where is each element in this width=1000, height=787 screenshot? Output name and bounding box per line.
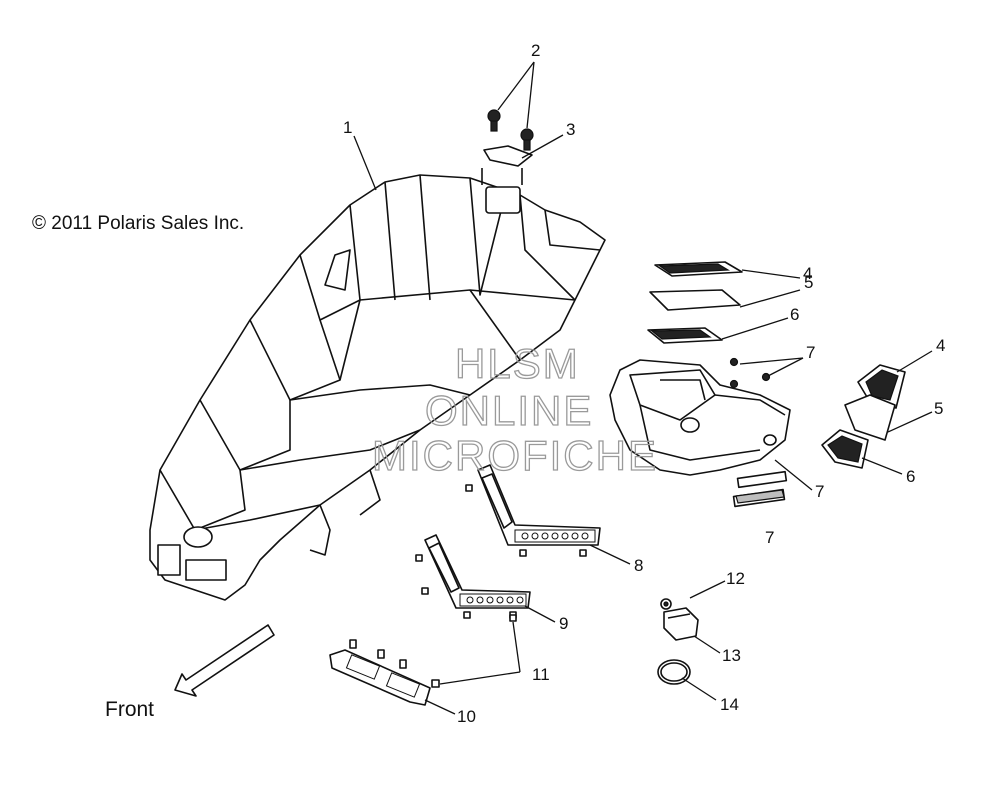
watermark-line-2: ONLINE xyxy=(425,387,593,434)
leader-lines xyxy=(353,61,933,715)
bracket-part-3 xyxy=(481,145,533,185)
callout-11: 11 xyxy=(532,665,550,684)
callout-5-right: 5 xyxy=(934,399,943,418)
clip-part-13 xyxy=(663,607,699,641)
gauge-pod-part-7 xyxy=(609,357,791,508)
callout-2: 2 xyxy=(531,41,540,60)
callout-6-upper: 6 xyxy=(790,305,799,324)
front-mesh-part-10 xyxy=(329,639,431,706)
callout-7-strip: 7 xyxy=(765,528,774,547)
callout-1: 1 xyxy=(343,118,352,137)
hood-part-1 xyxy=(149,174,606,601)
callout-4-upper: 4 xyxy=(803,264,812,283)
vent-stack-right xyxy=(821,364,906,469)
callout-5-upper: 5 xyxy=(804,273,813,292)
vent-stack-upper xyxy=(647,261,743,344)
side-mesh-part-8 xyxy=(465,464,601,557)
watermark-line-3: MICROFICHE xyxy=(372,432,658,479)
callout-9: 9 xyxy=(559,614,568,633)
callouts: 1 2 3 4 5 6 7 4 5 6 7 7 8 9 10 11 12 13 … xyxy=(343,41,945,726)
callout-3: 3 xyxy=(566,120,575,139)
nut-part-12 xyxy=(660,598,672,610)
clips-part-11 xyxy=(431,614,517,688)
callout-14: 14 xyxy=(720,695,739,714)
mesh-holes-part-8 xyxy=(521,532,589,540)
push-pins-part-2 xyxy=(487,109,534,151)
callout-7-pod: 7 xyxy=(815,482,824,501)
mesh-holes-part-9 xyxy=(466,596,524,604)
copyright-text: © 2011 Polaris Sales Inc. xyxy=(32,213,244,234)
callout-12: 12 xyxy=(726,569,745,588)
callout-6-right: 6 xyxy=(906,467,915,486)
callout-4-right: 4 xyxy=(936,336,945,355)
watermark-line-1: HLSM xyxy=(455,340,580,387)
callout-7-pins: 7 xyxy=(806,343,815,362)
side-mesh-part-9 xyxy=(415,534,531,619)
callout-13: 13 xyxy=(722,646,741,665)
callout-8: 8 xyxy=(634,556,643,575)
front-arrow xyxy=(174,624,275,697)
watermark: HLSM ONLINE MICROFICHE xyxy=(371,339,658,479)
front-label: Front xyxy=(105,698,154,721)
callout-10: 10 xyxy=(457,707,476,726)
